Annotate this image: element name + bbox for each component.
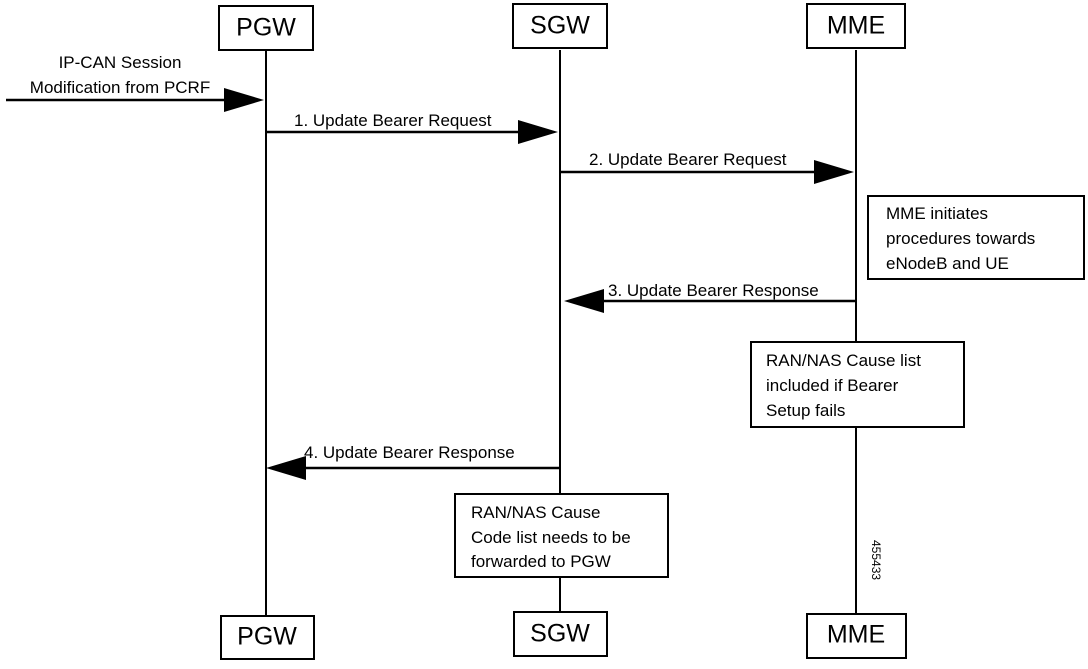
pgw-top-label: PGW: [236, 14, 296, 42]
message-3-arrow: [564, 289, 856, 313]
pgw-bottom-label: PGW: [237, 623, 297, 651]
note-mme-initiates-line2: procedures towards: [886, 229, 1035, 248]
note-mme-initiates-line1: MME initiates: [886, 204, 988, 223]
message-1-label: 1. Update Bearer Request: [294, 111, 492, 130]
incoming-trigger-line1: IP-CAN Session: [59, 53, 182, 72]
note-cause-code-line1: RAN/NAS Cause: [471, 503, 600, 522]
incoming-trigger-arrow: [6, 88, 264, 112]
sgw-top-box: SGW: [512, 3, 608, 49]
pgw-top-box: PGW: [218, 5, 314, 51]
sgw-bottom-box: SGW: [513, 611, 608, 657]
mme-bottom-label: MME: [827, 621, 885, 649]
figure-id: 455433: [869, 540, 883, 580]
message-1-arrow: [266, 120, 558, 144]
note-mme-initiates: MME initiates procedures towards eNodeB …: [867, 195, 1085, 280]
note-cause-list-line2: included if Bearer: [766, 376, 899, 395]
message-4-label: 4. Update Bearer Response: [304, 443, 515, 462]
message-2-label: 2. Update Bearer Request: [589, 150, 787, 169]
note-cause-code-line3: forwarded to PGW: [471, 552, 611, 571]
note-cause-list-line3: Setup fails: [766, 401, 845, 420]
message-4-arrow: [266, 456, 560, 480]
message-2-arrow: [560, 160, 854, 184]
message-3-label: 3. Update Bearer Response: [608, 281, 819, 300]
note-cause-list-line1: RAN/NAS Cause list: [766, 351, 921, 370]
incoming-trigger-line2: Modification from PCRF: [30, 78, 210, 97]
mme-top-label: MME: [827, 12, 885, 40]
sgw-top-label: SGW: [530, 12, 590, 40]
note-cause-list-included: RAN/NAS Cause list included if Bearer Se…: [750, 341, 965, 428]
mme-top-box: MME: [806, 3, 906, 49]
note-mme-initiates-line3: eNodeB and UE: [886, 254, 1009, 273]
note-cause-code-forward: RAN/NAS Cause Code list needs to be forw…: [454, 493, 669, 578]
sgw-bottom-label: SGW: [530, 620, 590, 648]
mme-bottom-box: MME: [806, 613, 907, 659]
note-cause-code-line2: Code list needs to be: [471, 528, 631, 547]
pgw-bottom-box: PGW: [220, 615, 315, 660]
